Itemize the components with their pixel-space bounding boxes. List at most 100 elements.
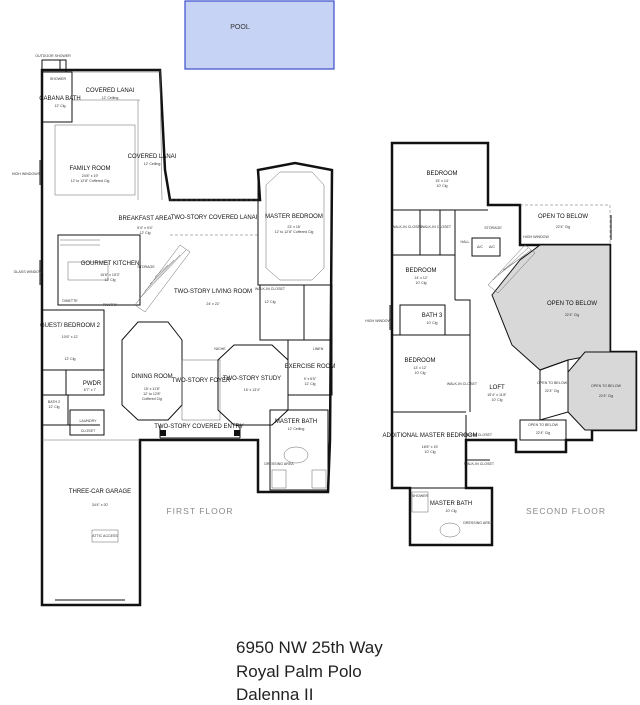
ac-label: A/C	[477, 245, 483, 249]
room-name: BEDROOM	[426, 171, 457, 177]
room-detail: 12' Clg	[304, 382, 315, 386]
room-name: WALK-IN CLOSET	[255, 287, 286, 291]
room-name: MASTER BATH	[275, 419, 317, 425]
room-name: COVERED LANAI	[128, 154, 177, 160]
room-detail: 22'4" Clg	[536, 431, 550, 435]
room-name: BREAKFAST AREA	[119, 216, 172, 222]
room-name: BATH 3	[422, 313, 443, 319]
room-detail: 12' Ceiling	[144, 162, 161, 166]
room-detail: 10' Clg	[414, 371, 425, 375]
pool	[184, 0, 335, 70]
room-detail: 10' Clg	[491, 398, 502, 402]
room-detail: 18'6" x 15'	[422, 445, 439, 449]
room-name: TWO-STORY COVERED LANAI	[171, 215, 258, 221]
room-name: TWO-STORY LIVING ROOM	[174, 289, 252, 295]
second-floor-plan	[389, 141, 638, 547]
room-detail: 23' x 16'	[287, 225, 300, 229]
room-name: OPEN TO BELOW	[538, 214, 588, 220]
room-detail: 12' Clg	[54, 104, 65, 108]
dressing-area-label: DRESSING AREA	[264, 462, 294, 466]
room-name: COVERED LANAI	[86, 88, 135, 94]
room-name: OPEN TO BELOW	[537, 381, 568, 385]
room-detail: 22'4" Clg	[556, 225, 570, 229]
high-window-label: HIGH WINDOW	[365, 319, 391, 323]
room-name: DINING ROOM	[131, 374, 172, 380]
room-detail: 9'4" x 9'4"	[137, 226, 153, 230]
room-detail: 12' to 12'8"	[143, 392, 161, 396]
niche-label: NICHE	[214, 347, 226, 351]
room-name: TWO-STORY COVERED ENTRY	[154, 424, 244, 430]
room-detail: 10' Clg	[415, 281, 426, 285]
room-detail: 12' Clg	[264, 300, 275, 304]
first-floor-labels: OUTDOOR SHOWER SHOWER COVERED LANAI 12' …	[12, 54, 335, 538]
room-name: ADDITIONAL MASTER BEDROOM	[382, 433, 477, 439]
room-detail: 10' Clg	[424, 450, 435, 454]
room-detail: 14' x 12'	[414, 276, 427, 280]
room-detail: 12' to 12'8" Coffered Clg	[71, 179, 110, 183]
room-name: TWO-STORY FOYER	[172, 378, 231, 384]
room-name: MASTER BATH	[430, 501, 472, 507]
room-detail: 15'4" x 11'8"	[487, 393, 507, 397]
high-windows-label: HIGH WINDOWS	[12, 172, 41, 176]
walk-in-closet-label: WALK-IN CLOSET	[447, 382, 478, 386]
room-name: EXERCISE ROOM	[285, 364, 336, 370]
room-detail: 10'6" x 12'	[62, 335, 79, 339]
pantry-label: PANTRY	[103, 303, 118, 307]
glass-window-label: GLASS WINDOW	[14, 270, 43, 274]
room-detail: 9' x 6'5"	[304, 377, 317, 381]
second-floor-labels: BEDROOM 15' x 14' 10' Clg WALK-IN CLOSET…	[365, 171, 621, 525]
dinette-label: DINETTE	[62, 299, 78, 303]
room-detail: 12' Clg	[48, 405, 59, 409]
room-detail: 13' x 12'	[413, 366, 426, 370]
room-name: OPEN TO BELOW	[547, 301, 597, 307]
second-floor-title: SECOND FLOOR	[526, 506, 606, 516]
room-detail: 24'8" x 19'	[82, 174, 99, 178]
room-name: LOFT	[489, 385, 505, 391]
storage-label: STORAGE	[484, 226, 502, 230]
first-floor-plan	[39, 59, 334, 607]
outdoor-shower-label: OUTDOOR SHOWER	[35, 54, 71, 58]
room-detail: 10' Clg	[445, 509, 456, 513]
room-name: TWO-STORY STUDY	[223, 376, 281, 382]
room-detail: 10' Clg	[436, 184, 447, 188]
room-name: OPEN TO BELOW	[528, 423, 559, 427]
room-detail: 15' x 13'4"	[244, 388, 261, 392]
room-detail: 22'4" Clg	[565, 313, 579, 317]
room-name: BEDROOM	[404, 358, 435, 364]
pool-label: POOL	[230, 24, 250, 31]
room-detail: Coffered Clg	[142, 397, 162, 401]
room-detail: 34'4" x 20'	[92, 503, 109, 507]
address-community: Royal Palm Polo	[236, 662, 362, 681]
first-floor-title: FIRST FLOOR	[166, 506, 233, 516]
attic-access-label: ATTIC ACCESS	[92, 534, 118, 538]
room-detail: 22'4" Clg	[599, 394, 613, 398]
storage-label: STORAGE	[137, 265, 155, 269]
room-detail: 24' x 22'	[206, 302, 219, 306]
room-name: PWDR	[83, 381, 102, 387]
room-detail: 10' Clg	[426, 321, 437, 325]
room-detail: 12' to 12'8" Coffered Clg	[275, 230, 314, 234]
room-name: THREE-CAR GARAGE	[69, 489, 131, 495]
closet-label: CLOSET	[81, 429, 96, 433]
room-name: GOURMET KITCHEN	[81, 261, 140, 267]
shower-label: SHOWER	[412, 494, 429, 498]
walk-in-closet-label: WALK-IN CLOSET	[462, 433, 493, 437]
room-detail: 12' Clg	[64, 357, 75, 361]
room-name: BATH 2	[48, 400, 60, 404]
room-detail: 12' Clg	[139, 231, 150, 235]
walk-in-closet-label: WALK-IN CLOSET	[421, 225, 452, 229]
room-name: LAUNDRY	[79, 419, 97, 423]
high-window-label: HIGH WINDOW	[523, 235, 549, 239]
room-detail: 22'4" Clg	[545, 389, 559, 393]
floor-plan-drawing: POOL	[12, 0, 638, 607]
linen-label: LINEN	[313, 347, 324, 351]
room-name: FAMILY ROOM	[69, 166, 110, 172]
room-name: MASTER BEDROOM	[265, 214, 323, 220]
room-name: CABANA BATH	[39, 96, 81, 102]
dressing-area-label: DRESSING AREA	[463, 521, 493, 525]
walk-in-closet-label: WALK-IN CLOSET	[464, 462, 495, 466]
room-name: GUEST/ BEDROOM 2	[40, 323, 101, 329]
room-detail: 6'7" x 7'	[84, 388, 97, 392]
walk-in-closet-label: WALK-IN CLOSET	[392, 225, 423, 229]
room-name: OPEN TO BELOW	[591, 384, 622, 388]
